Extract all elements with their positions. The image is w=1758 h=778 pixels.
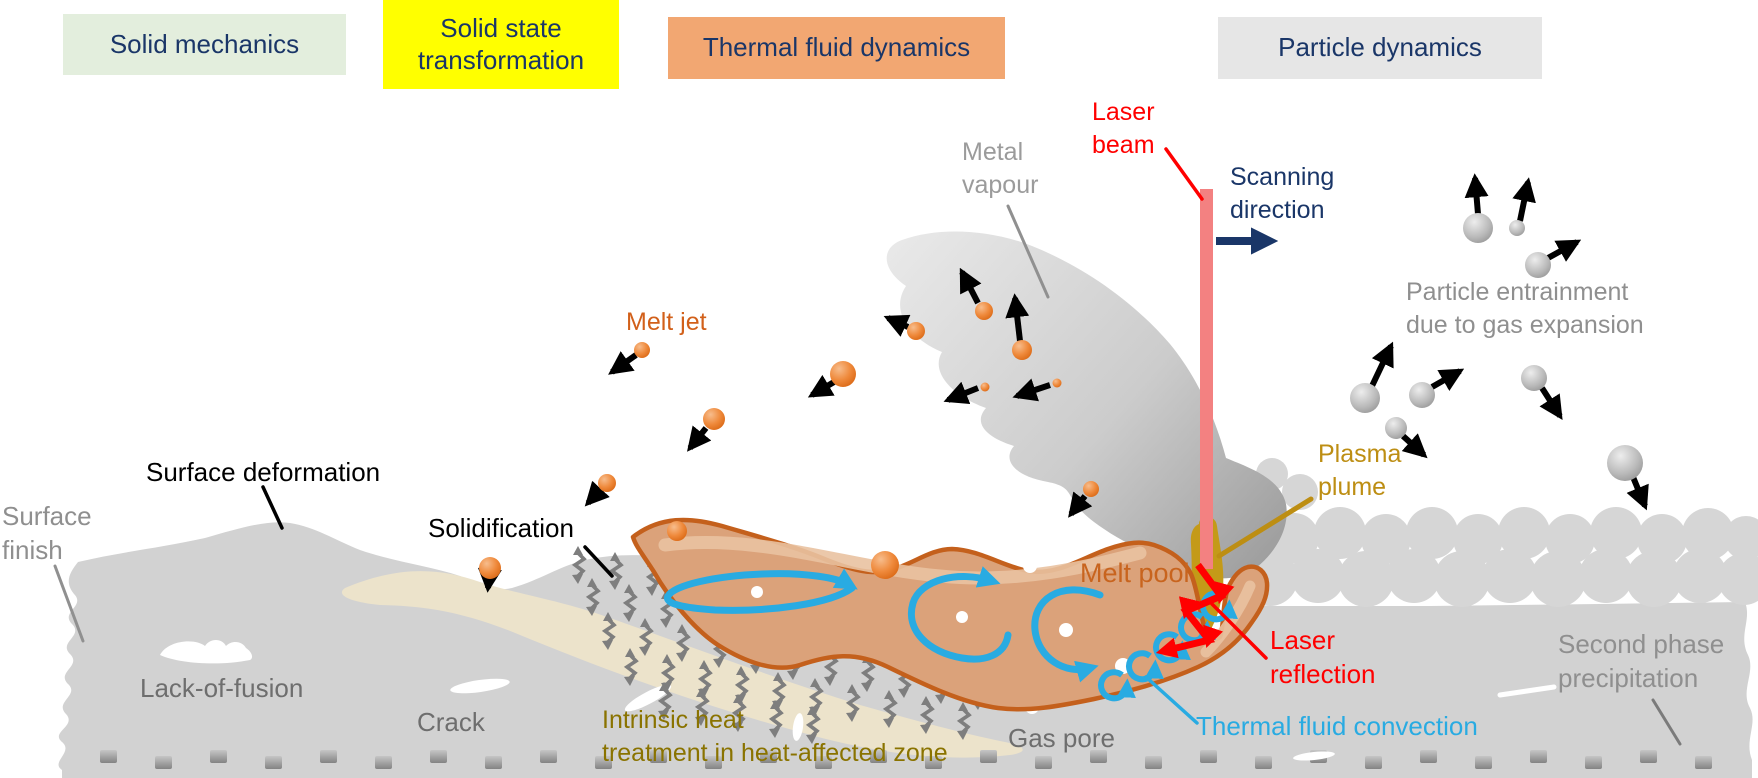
laser-reflection-zigzag — [1155, 562, 1235, 659]
metal-vapour-label: Metal vapour — [962, 138, 1039, 199]
laser-beam-bar — [1200, 189, 1213, 569]
baseplate-dashes — [100, 744, 1745, 774]
surface-deformation-label: Surface deformation — [146, 457, 381, 487]
plasma-plume-leader — [1216, 496, 1314, 559]
surface-finish-label: Surface finish — [2, 501, 92, 565]
entrained-particles — [1350, 173, 1649, 511]
laser-beam-leader — [1164, 147, 1204, 201]
leader-lines — [53, 147, 1682, 746]
convection-loops — [664, 566, 1104, 683]
scanning-direction-label: Scanning direction — [1230, 163, 1335, 224]
surface-finish-leader — [53, 564, 85, 643]
thermal-fluid-convection-label: Thermal fluid convection — [1196, 711, 1478, 741]
header-solid-state-transformation: Solid state transformation — [383, 0, 619, 89]
particle-entrainment-label: Particle entrainment due to gas expansio… — [1406, 278, 1644, 339]
crack-label: Crack — [417, 707, 485, 737]
surface-deformation-leader — [261, 485, 284, 530]
metal-vapour-leader — [1006, 204, 1050, 299]
laser-reflection-leader — [1210, 602, 1268, 660]
laser-reflection-label: Laser reflection — [1270, 625, 1376, 689]
solidification-leader — [583, 545, 614, 578]
intrinsic-heat-treatment-label: Intrinsic heat treatment in heat-affecte… — [602, 706, 948, 767]
header-thermal-fluid-dynamics: Thermal fluid dynamics — [668, 17, 1005, 79]
plasma-plume-label: Plasma plume — [1318, 440, 1402, 501]
melt-pool-label: Melt pool — [1080, 558, 1190, 588]
metal-vapour-plume — [886, 231, 1287, 579]
laser-beam-label: Laser beam — [1092, 98, 1155, 159]
melt-jet-label: Melt jet — [626, 308, 707, 336]
melt-jet-droplets — [477, 267, 1099, 593]
gas-pore-label: Gas pore — [1008, 723, 1115, 753]
header-solid-mechanics: Solid mechanics — [63, 14, 346, 75]
powder-bed — [1216, 458, 1758, 607]
header-particle-dynamics: Particle dynamics — [1218, 17, 1542, 79]
second-phase-leader — [1651, 698, 1682, 746]
second-phase-precipitation-label: Second phase precipitation — [1558, 629, 1725, 693]
second-phase-white-mark — [1497, 684, 1557, 698]
solidification-label: Solidification — [428, 513, 574, 543]
thermal-convection-leader — [1144, 675, 1199, 725]
lack-of-fusion-label: Lack-of-fusion — [140, 673, 304, 703]
